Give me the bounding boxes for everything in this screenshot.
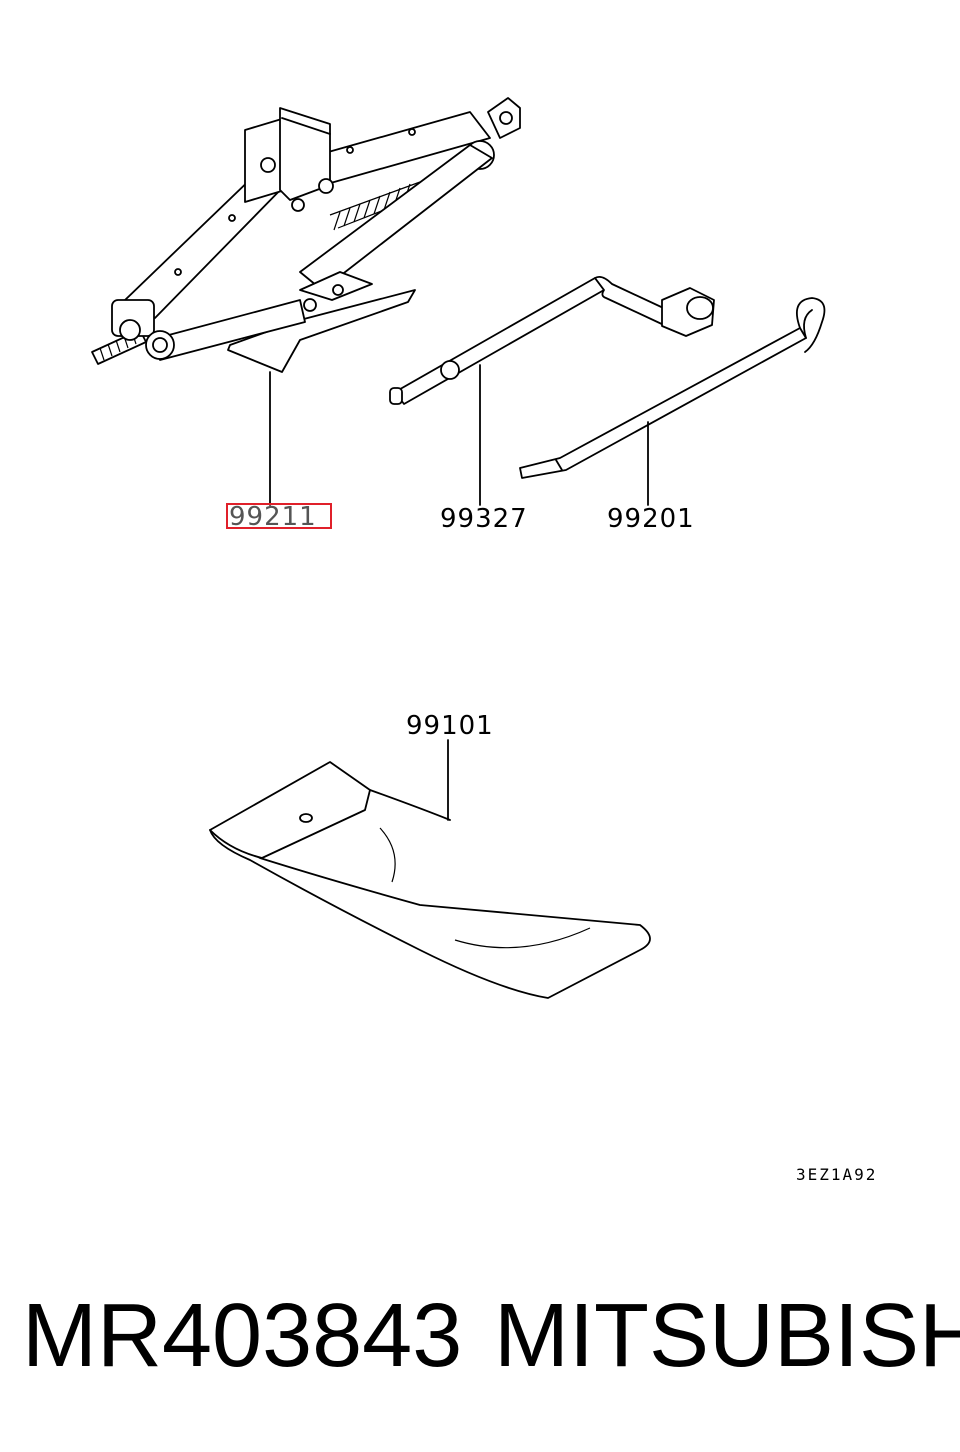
part-label-99101[interactable]: 99101 (406, 711, 494, 741)
jack-handle-drawing (519, 297, 826, 506)
wrench-socket (661, 287, 715, 337)
tool-bag-drawing (209, 739, 651, 999)
part-99211-highlight-box (226, 503, 332, 529)
part-label-99201[interactable]: 99201 (607, 504, 695, 534)
scissor-jack-drawing (91, 97, 521, 506)
jack-base (227, 271, 416, 373)
diagram-code: 3EZ1A92 (796, 1165, 877, 1184)
footer-brand: MITSUBISHI (494, 1286, 960, 1386)
part-label-99327[interactable]: 99327 (440, 504, 528, 534)
footer-part-number: MR403843 (22, 1286, 462, 1386)
jack-left-end (111, 299, 175, 360)
wheel-nut-wrench-drawing (389, 275, 715, 506)
jack-saddle (244, 107, 334, 212)
part-label-99211[interactable]: 99211 (229, 502, 317, 532)
